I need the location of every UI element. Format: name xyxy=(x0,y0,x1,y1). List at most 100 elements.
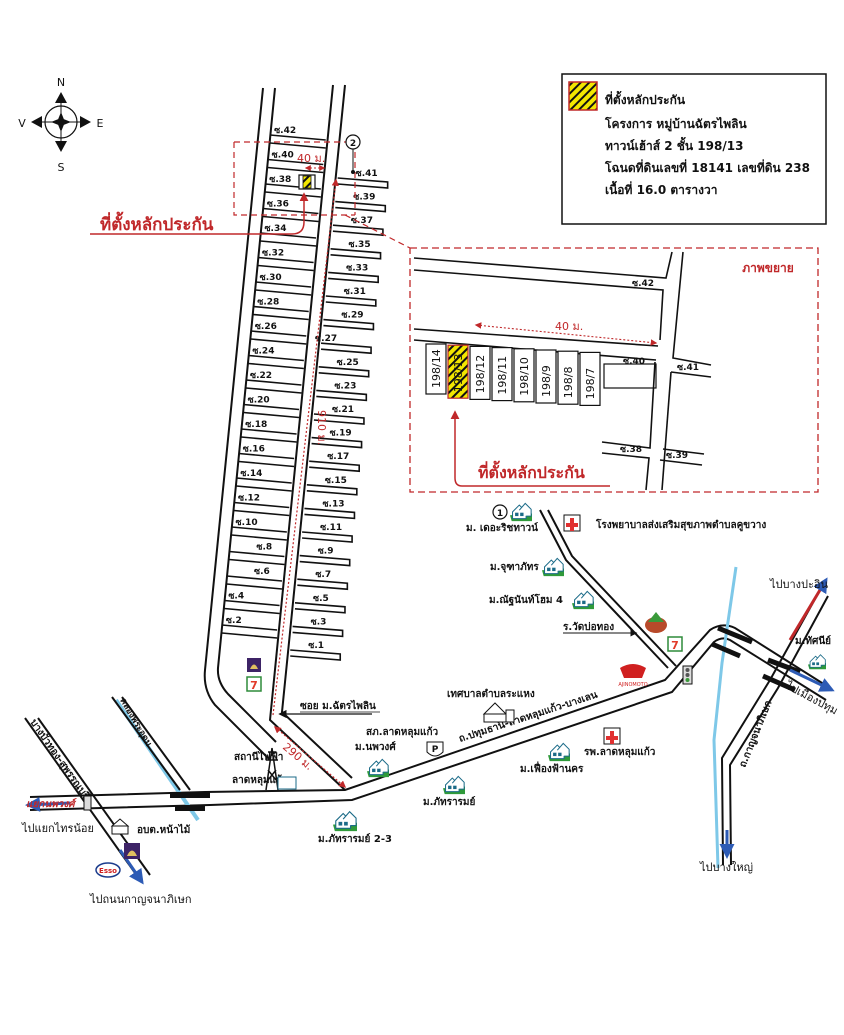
to-bang-yai-label: ไปบางใหญ่ xyxy=(699,861,753,874)
svg-text:Esso: Esso xyxy=(99,867,117,875)
soi-right-road xyxy=(332,224,384,237)
to-sai-noi-label: ไปแยกไทรน้อย xyxy=(21,822,94,835)
soi-left-road xyxy=(233,501,290,517)
inset-unit xyxy=(469,345,491,400)
soi-right-road xyxy=(311,436,363,449)
soi-left-label: ซ.42 xyxy=(274,126,296,136)
soi-left-group: ซ.42ซ.40ซ.38ซ.36ซ.34ซ.32ซ.30ซ.28ซ.26ซ.24… xyxy=(221,126,326,639)
soi-left-label: ซ.36 xyxy=(267,200,289,210)
inset-soi-38: ซ.38 xyxy=(620,445,642,455)
soi-right-road xyxy=(335,200,387,213)
compass-south: S xyxy=(58,161,65,174)
legend-townhouse: ทาวน์เฮ้าส์ 2 ชั้น 198/13 xyxy=(605,136,743,153)
seven-eleven-icon xyxy=(667,636,683,652)
inset-unit-label: 198/13 xyxy=(452,353,465,392)
phueangfa-label: ม.เฟื่องฟ้านคร xyxy=(520,761,584,775)
svg-text:7: 7 xyxy=(250,679,258,692)
collateral-label-main: ที่ตั้งหลักประกัน xyxy=(100,211,214,235)
soi-left-road xyxy=(231,526,287,541)
soi-left-label: ซ.40 xyxy=(272,151,294,161)
inset-unit-label: 198/14 xyxy=(430,349,443,388)
traffic-light-icon xyxy=(83,795,92,811)
soi-left-label: ซ.26 xyxy=(255,322,277,332)
chuthaphat-label: ม.จุฑาภัทร xyxy=(490,561,539,573)
soi-left-road xyxy=(253,305,309,321)
left-road-label: บางบัวทอง-สุพรรณบุรี xyxy=(28,717,93,802)
soi-right-road xyxy=(318,366,370,378)
soi-left-road xyxy=(255,281,312,296)
seven-eleven-icon xyxy=(246,676,262,692)
soi-right-road xyxy=(294,602,346,614)
village-icon xyxy=(509,502,533,522)
to-mueang-pathum-label: ไปเมืองปทุม xyxy=(783,679,840,718)
soi-right-label: ซ.41 xyxy=(356,169,378,179)
svg-text:AJINOMOTO: AJINOMOTO xyxy=(618,682,647,688)
inset-soi-41: ซ.41 xyxy=(677,363,699,373)
soi-right-label: ซ.1 xyxy=(308,641,324,651)
distance-40m-main: 40 ม. xyxy=(297,152,325,165)
soi-left-road xyxy=(245,379,302,394)
soi-left-road xyxy=(241,428,297,443)
soi-left-label: ซ.14 xyxy=(240,469,262,479)
soi-right-road xyxy=(304,507,356,520)
inset-unit-label: 198/12 xyxy=(474,355,487,394)
soi-left-label: ซ.30 xyxy=(260,273,282,283)
main-map-annotations: ที่ตั้งหลักประกัน 40 ม. 2 910 ม. 290 ม. … xyxy=(90,134,411,788)
the-rich-town-label: ม. เดอะริชทาวน์ xyxy=(466,522,538,534)
compass-north: N xyxy=(57,76,65,89)
wat-bo-thong-label: ร.วัดบ่อทอง xyxy=(563,621,614,633)
canal-label: คลองพระอุดม xyxy=(117,697,153,749)
hospital-icon xyxy=(603,727,621,745)
landmarks: 1 ม. เดอะริชทาวน์ โรงพยาบาลส่งเสริมสุขภา… xyxy=(21,502,840,906)
soi-right-label: ซ.7 xyxy=(315,570,331,580)
legend-deed: โฉนดที่ดินเลขที่ 18141 เลขที่ดิน 238 xyxy=(604,159,810,175)
soi-left-road xyxy=(257,256,314,272)
inset-soi-40: ซ.40 xyxy=(623,357,645,367)
sao-office-icon xyxy=(110,818,130,835)
power-station-label-1: สถานีไฟฟ้า xyxy=(234,750,283,763)
soi-left-label: ซ.38 xyxy=(269,175,291,185)
inset-unit xyxy=(513,348,535,403)
soi-left-road xyxy=(221,624,278,639)
soi-right-road xyxy=(328,271,379,284)
soi-right-road xyxy=(320,342,372,355)
inset-unit-label: 198/11 xyxy=(496,356,509,395)
soi-left-label: ซ.12 xyxy=(238,494,260,504)
health-hospital-icon xyxy=(563,514,581,532)
inset-unit-highlighted xyxy=(447,344,469,399)
village-icon xyxy=(541,557,565,577)
police-label: สภ.ลาดหลุมแก้ว xyxy=(366,726,439,738)
soi-left-road xyxy=(267,158,324,174)
collateral-symbol xyxy=(568,81,598,111)
soi-right-road xyxy=(306,484,358,496)
soi-right-label: ซ.11 xyxy=(320,523,342,533)
soi-left-label: ซ.22 xyxy=(250,371,272,381)
svg-text:7: 7 xyxy=(671,639,679,652)
soi-entrance-label: ซอย ม.ฉัตรไพลิน xyxy=(300,699,376,712)
municipality-label: เทศบาลตำบลระแหง xyxy=(447,688,535,700)
soi-right-label: ซ.25 xyxy=(337,358,359,368)
soi-right-road xyxy=(309,460,360,473)
soi-right-road xyxy=(297,578,349,591)
marker-2: 2 xyxy=(350,139,356,149)
soi-right-road xyxy=(302,531,353,543)
village-icon xyxy=(332,811,358,832)
inset-unit xyxy=(535,349,557,404)
soi-left-road xyxy=(226,575,283,590)
soi-right-label: ซ.35 xyxy=(349,240,371,250)
soi-right-label: ซ.5 xyxy=(313,594,329,604)
distance-910m: 910 ม. xyxy=(315,410,328,445)
nopphawong-label: ม.นพวงศ์ xyxy=(355,741,396,753)
marker-1: 1 xyxy=(497,509,503,519)
legend-project: โครงการ หมู่บ้านฉัตรไพลิน xyxy=(604,116,747,132)
soi-left-road xyxy=(260,232,317,247)
soi-left-road xyxy=(224,599,280,615)
government-building-icon xyxy=(482,702,515,723)
compass-west: V xyxy=(18,117,26,130)
soi-right-road xyxy=(325,295,377,307)
ajinomoto-logo: AJINOMOTO xyxy=(618,664,648,688)
inset-unit xyxy=(579,351,601,406)
